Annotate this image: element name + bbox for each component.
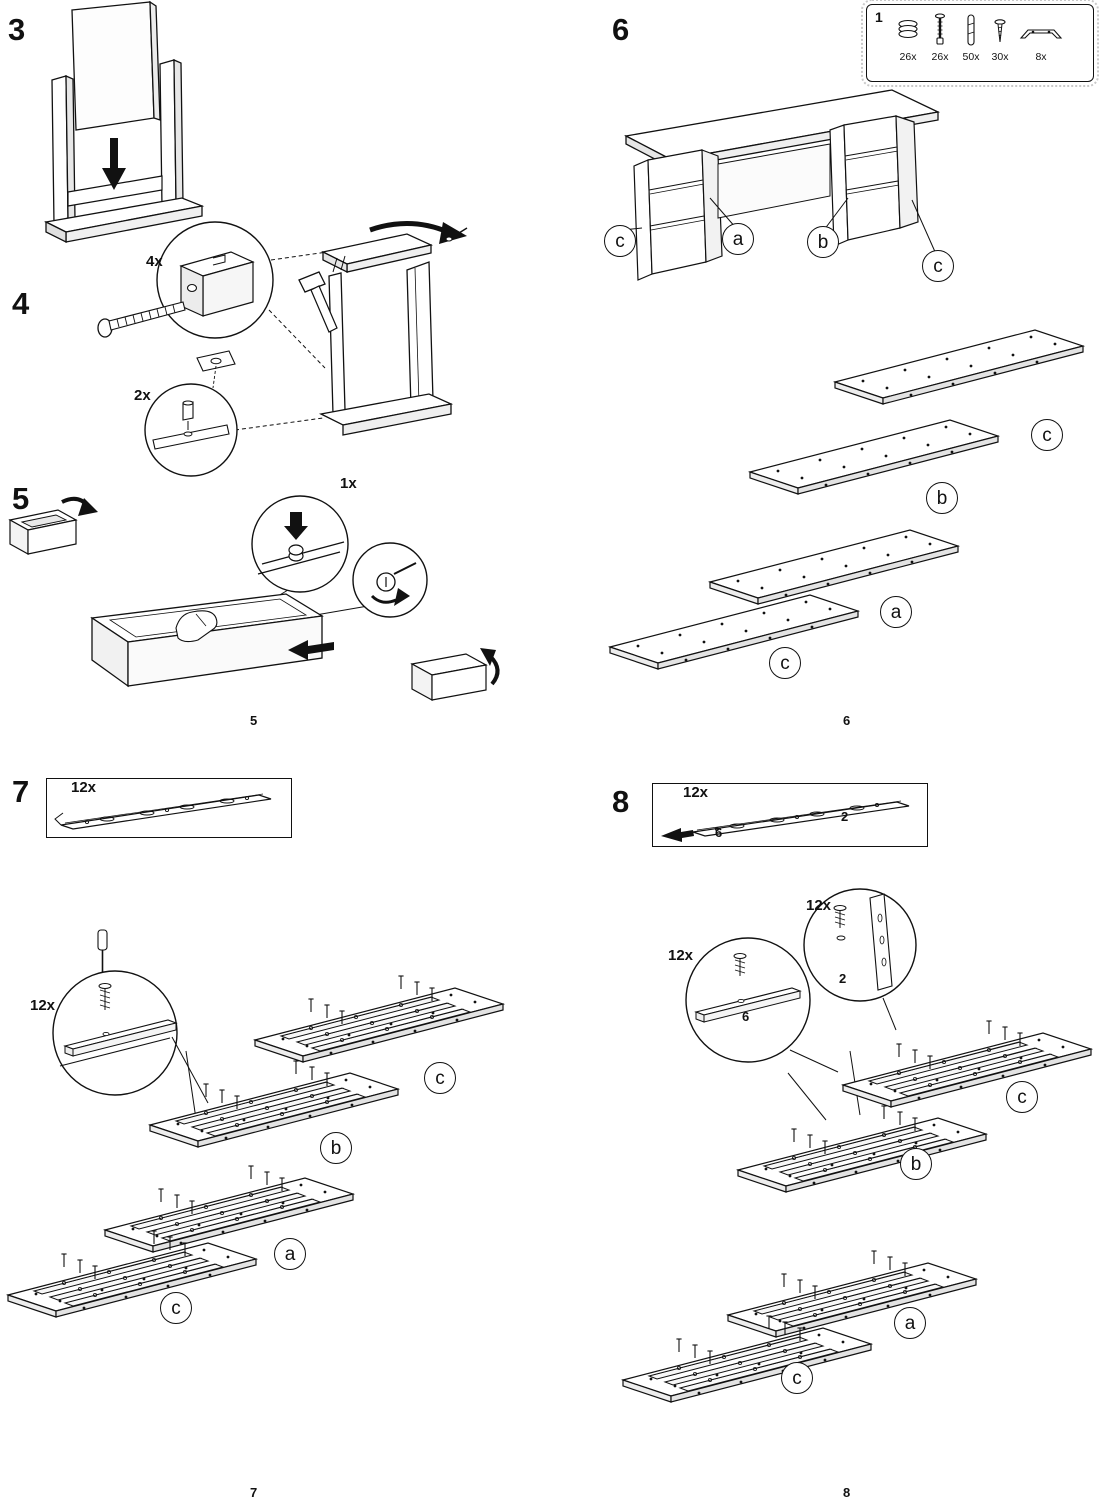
rail-qty-label: 12x	[683, 784, 709, 801]
hardware-qty: 50x	[962, 51, 980, 63]
hole-number-back: 2	[839, 971, 847, 986]
drawer-main-inverted	[90, 593, 334, 688]
part-label-c: c	[1031, 419, 1063, 451]
hardware-item: 8x	[1017, 10, 1065, 63]
hammer-icon	[298, 271, 338, 333]
left-arrow-icon	[288, 640, 334, 660]
hardware-qty: 26x	[931, 51, 949, 63]
step-5-number: 5	[12, 481, 30, 516]
step-8-panels-with-rails-diagram	[598, 955, 1101, 1430]
part-label-c: c	[1006, 1081, 1038, 1113]
step-8-detail-circles	[685, 888, 917, 1073]
hardware-qty: 8x	[1035, 51, 1047, 63]
down-arrow-icon	[102, 138, 126, 190]
hardware-item: 30x	[989, 10, 1011, 63]
screw-qty-label-back: 12x	[806, 897, 832, 914]
part-label-c: c	[424, 1062, 456, 1094]
screw-icon	[994, 19, 1006, 43]
part-label-b: b	[926, 482, 958, 514]
hand-icon	[175, 610, 218, 643]
part-label-b: b	[807, 226, 839, 258]
rail-hole-number-back: 2	[841, 809, 849, 824]
part-label-b: b	[900, 1148, 932, 1180]
cam-bolt-icon	[934, 13, 946, 45]
rail-hole-number-front: 6	[715, 825, 723, 840]
cam-bolt-icon	[97, 301, 186, 338]
hardware-item: 26x	[895, 10, 921, 63]
rotate-arrow-icon	[369, 221, 449, 235]
step-4-number: 4	[12, 286, 30, 321]
cam-qty-label: 1x	[340, 475, 357, 492]
page-number-left-top: 5	[250, 713, 258, 728]
step-8-number: 8	[612, 784, 630, 819]
step-7-detail-screw-into-rail	[52, 929, 178, 1096]
hardware-box-number: 1	[875, 9, 883, 25]
bolt-qty-label: 4x	[146, 253, 163, 270]
step-6-number: 6	[612, 12, 630, 47]
screw-qty-label: 12x	[30, 997, 56, 1014]
screw-icon	[733, 953, 747, 976]
dowel-icon	[967, 14, 975, 46]
step-6-panels-exploded-diagram	[609, 329, 1084, 670]
screwdriver-icon	[393, 562, 417, 575]
screw-qty-label-front: 12x	[668, 947, 694, 964]
hole-number-front: 6	[742, 1009, 750, 1024]
step-7-number: 7	[12, 774, 30, 809]
desk-assembly-diagram	[621, 89, 941, 281]
part-label-a: a	[274, 1238, 306, 1270]
step-8-rail-box: 12x 6 2	[652, 783, 928, 847]
dowel-icon	[182, 400, 194, 430]
step-5-diagram-drawer-cam-lock	[8, 495, 500, 702]
rail-qty-label: 12x	[71, 779, 97, 796]
cam-lock-icon	[898, 19, 918, 39]
down-arrow-icon	[284, 512, 308, 540]
part-label-a: a	[894, 1307, 926, 1339]
step-7-panels-with-rails-diagram	[0, 935, 520, 1365]
hardware-item: 26x	[927, 10, 953, 63]
step-7-rail-box: 12x	[46, 778, 292, 838]
screw-icon	[833, 905, 847, 928]
page-number-left-bottom: 7	[250, 1485, 258, 1500]
screw-icon	[98, 983, 112, 1010]
drawer-small-flip-back	[410, 648, 500, 702]
step-3-number: 3	[8, 12, 26, 47]
drawer-small-flip	[8, 496, 98, 556]
part-label-a: a	[880, 596, 912, 628]
page-number-right-bottom: 8	[843, 1485, 851, 1500]
part-label-a: a	[722, 223, 754, 255]
part-label-c: c	[604, 225, 636, 257]
rotate-arrow-icon	[370, 594, 397, 604]
hardware-box: 1 26x 26	[861, 0, 1099, 87]
left-arrow-icon	[661, 828, 694, 842]
hardware-qty: 30x	[991, 51, 1009, 63]
drawer-rail-numbered-icon	[661, 800, 910, 842]
part-label-b: b	[320, 1132, 352, 1164]
part-label-c: c	[781, 1362, 813, 1394]
page-number-right-top: 6	[843, 713, 851, 728]
part-label-c: c	[769, 647, 801, 679]
detail-circle-cam-insert	[251, 495, 349, 593]
drawer-rail-icon	[54, 793, 272, 830]
detail-circle-dowel	[144, 383, 238, 477]
rail-bracket-icon	[1019, 29, 1063, 39]
part-label-c: c	[922, 250, 954, 282]
hardware-qty: 26x	[899, 51, 917, 63]
step-4-diagram-cam-bolts-and-dowels	[97, 221, 468, 477]
dowel-qty-label: 2x	[134, 387, 151, 404]
step-3-diagram-back-panel-insertion	[43, 0, 205, 244]
hardware-item: 50x	[959, 10, 983, 63]
part-label-c: c	[160, 1292, 192, 1324]
